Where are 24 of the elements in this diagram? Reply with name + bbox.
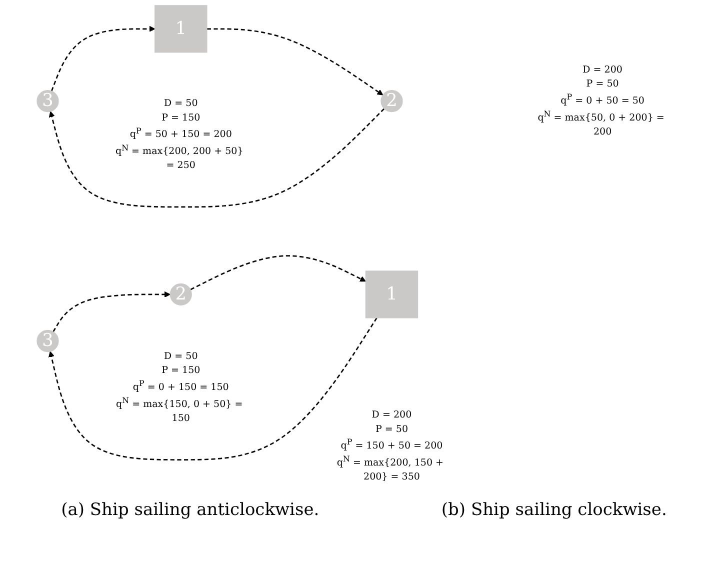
node-label: q$^{P}$ = 0 + 150 = 150 (132, 378, 229, 393)
arrow (48, 318, 378, 460)
arrow (206, 28, 384, 96)
node-label: P = 150 (162, 365, 200, 376)
node-label: P = 150 (162, 112, 200, 124)
node-label: P = 50 (586, 78, 619, 90)
node-label: q$^{N}$ = max{200, 200 + 50} = 250 (115, 142, 244, 171)
node-label: q$^{P}$ = 50 + 150 = 200 (130, 126, 232, 140)
node-label: D = 50 (164, 98, 198, 109)
node-label: D = 200 (582, 64, 622, 76)
arrow (50, 26, 156, 92)
node-label: q$^{P}$ = 150 + 50 = 200 (340, 437, 443, 452)
arrow (52, 291, 170, 332)
arrow (48, 108, 385, 208)
node-label: D = 200 (372, 409, 412, 420)
arrow (190, 255, 366, 290)
node-label: P = 50 (375, 424, 408, 434)
node-label: q$^{N}$ = max{200, 150 + 200} = 350 (336, 454, 444, 482)
node-label: q$^{N}$ = max{150, 0 + 50} = 150 (116, 395, 243, 424)
node-label: D = 50 (164, 350, 198, 362)
node-label: q$^{N}$ = max{50, 0 + 200} = 200 (538, 108, 664, 138)
node-label: q$^{P}$ = 0 + 50 = 50 (560, 92, 644, 106)
caption-text: (b) Ship sailing clockwise. (441, 500, 667, 520)
caption-text: (a) Ship sailing anticlockwise. (61, 500, 320, 520)
